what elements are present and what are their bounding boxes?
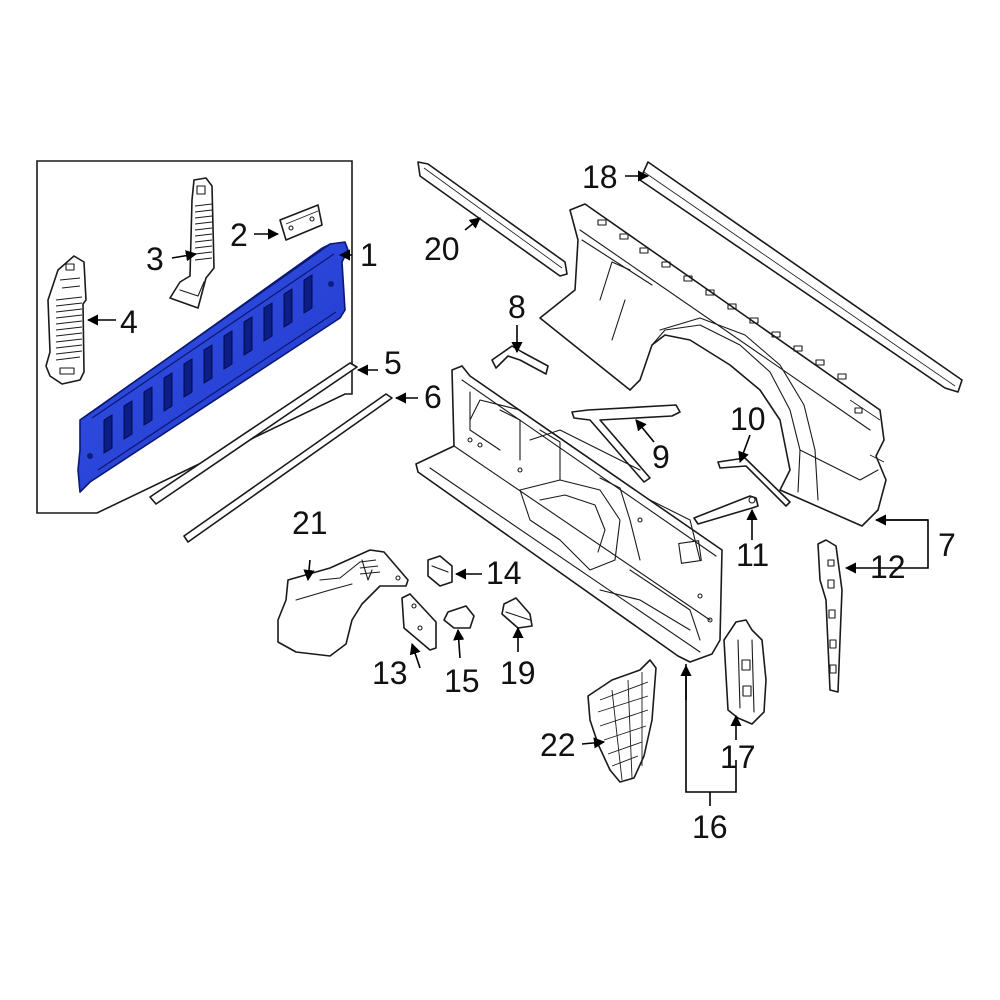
part-6-strip[interactable] [183, 393, 393, 543]
part-17-post[interactable] [723, 619, 767, 725]
part-20-rail[interactable] [417, 161, 568, 277]
part-13-bracket[interactable] [401, 593, 437, 651]
callout-14: 14 [486, 555, 522, 591]
callout-7: 7 [938, 527, 956, 563]
part-19-cap[interactable] [501, 597, 533, 629]
part-14-clip[interactable] [427, 555, 453, 587]
part-8-bracket[interactable] [491, 345, 549, 375]
callout-labels: 1 2 3 4 5 6 7 8 9 10 11 12 13 14 15 16 1… [120, 159, 956, 845]
part-22-shield[interactable] [587, 659, 657, 783]
callout-5: 5 [384, 345, 402, 381]
part-3-bracket[interactable] [169, 177, 215, 309]
part-7-side-panel[interactable] [539, 203, 887, 527]
callout-19: 19 [500, 655, 536, 691]
part-1-tailgate[interactable] [77, 241, 349, 493]
leader-lines [86, 170, 929, 806]
part-15-cap[interactable] [443, 605, 475, 629]
callout-8: 8 [508, 289, 526, 325]
part-4-end-cap[interactable] [45, 255, 87, 385]
part-11-rod[interactable] [693, 495, 759, 525]
callout-2: 2 [230, 217, 248, 253]
callout-17: 17 [720, 739, 756, 775]
callout-21: 21 [292, 505, 328, 541]
callout-4: 4 [120, 304, 138, 340]
callout-18: 18 [582, 159, 618, 195]
group-frame [36, 160, 353, 514]
callout-3: 3 [146, 241, 164, 277]
callout-1: 1 [360, 237, 378, 273]
callout-16: 16 [692, 809, 728, 845]
part-2-plate[interactable] [279, 204, 323, 241]
part-9-brace[interactable] [571, 404, 681, 483]
part-12-bracket[interactable] [817, 539, 843, 693]
part-21-liner[interactable] [277, 549, 409, 657]
callout-6: 6 [424, 379, 442, 415]
part-16-front-panel[interactable] [415, 365, 723, 663]
callout-13: 13 [372, 655, 408, 691]
callout-10: 10 [730, 401, 766, 437]
callout-9: 9 [652, 439, 670, 475]
callout-15: 15 [444, 663, 480, 699]
callout-12: 12 [870, 549, 906, 585]
callout-11: 11 [736, 537, 769, 573]
callout-22: 22 [540, 727, 576, 763]
callout-20: 20 [424, 231, 460, 267]
